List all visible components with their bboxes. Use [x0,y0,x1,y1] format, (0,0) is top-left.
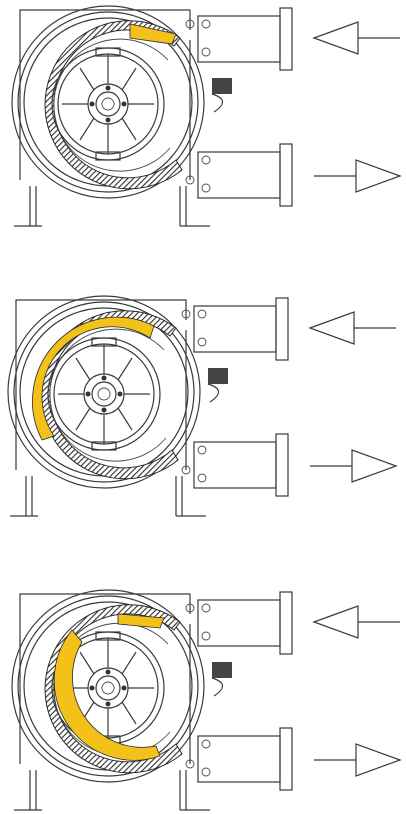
pump-stage-2 [7,295,397,517]
pump-unit-2 [7,295,397,517]
fluid-fill-1 [129,23,177,45]
fluid-fill-2 [32,316,155,441]
fluid-fill-3b [53,629,161,761]
fluid-fill-3a [117,613,165,629]
pump-stage-3 [11,589,401,811]
pump-unit-1 [11,5,401,227]
pump-stage-1 [11,5,401,227]
